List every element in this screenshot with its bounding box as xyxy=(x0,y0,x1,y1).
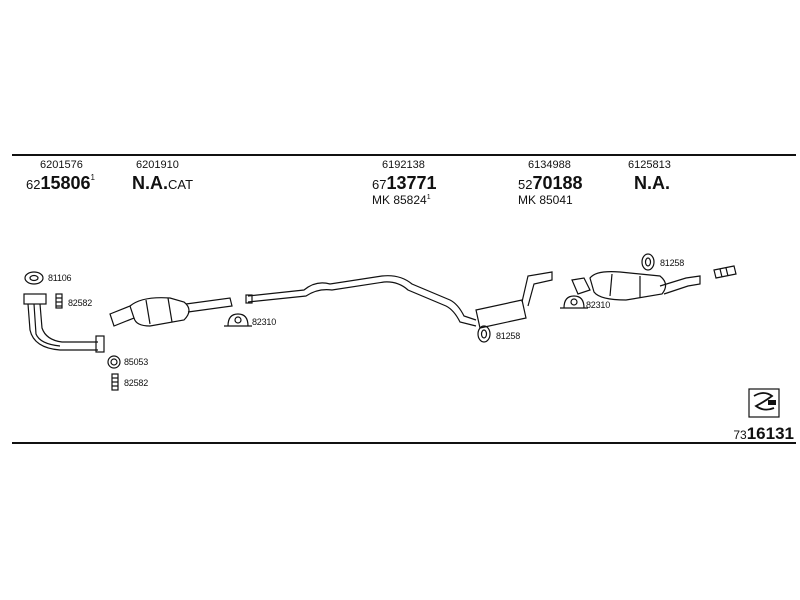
header-column-4: 6134988 5270188 MK 85041 xyxy=(518,159,583,207)
part-label: 85053 xyxy=(124,357,149,367)
mk-number: MK 858241 xyxy=(372,193,431,207)
catalog-number: 7316131 xyxy=(733,424,794,443)
spring-bolt-icon xyxy=(55,293,63,309)
clamp-icon xyxy=(560,295,588,309)
part-number: 6125813 xyxy=(628,159,671,171)
part-label: 81106 xyxy=(48,273,72,283)
gasket-ring-icon xyxy=(107,355,121,369)
main-part-number: N.A.CAT xyxy=(132,173,194,193)
middle-pipe xyxy=(245,275,477,327)
part-label: 81258 xyxy=(496,331,521,341)
rear-silencer xyxy=(571,271,701,301)
bottom-rule xyxy=(12,442,796,444)
part-label: 82582 xyxy=(124,378,149,388)
main-part-number: 62158061 xyxy=(26,173,95,193)
part-label: 81258 xyxy=(660,258,685,268)
mk-number: MK 85041 xyxy=(518,193,573,207)
part-number: 6201910 xyxy=(136,159,179,171)
header-column-3: 6192138 6713771 MK 858241 xyxy=(372,159,437,207)
main-part-number: 6713771 xyxy=(372,173,437,193)
main-part-number: N.A. xyxy=(634,173,670,193)
rubber-hanger-icon xyxy=(641,253,655,271)
rubber-hanger-icon xyxy=(477,325,491,343)
part-label: 82310 xyxy=(586,300,611,310)
part-number: 6192138 xyxy=(382,159,425,171)
clamp-icon xyxy=(224,313,252,327)
front-downpipe xyxy=(23,293,105,353)
part-label: 82582 xyxy=(68,298,93,308)
part-label: 82310 xyxy=(252,317,277,327)
catalytic-converter xyxy=(109,297,233,327)
catalog-logo-icon xyxy=(748,388,780,418)
exhaust-tip-icon xyxy=(713,265,737,279)
header-column-5: 6125813 N.A. xyxy=(628,159,671,193)
main-part-number: 5270188 xyxy=(518,173,583,193)
part-number: 6201576 xyxy=(40,159,83,171)
part-number: 6134988 xyxy=(528,159,571,171)
middle-silencer xyxy=(475,271,553,329)
header-column-1: 6201576 62158061 xyxy=(26,159,95,193)
header-column-2: 6201910 N.A.CAT xyxy=(132,159,194,193)
gasket-ring-icon xyxy=(24,271,44,285)
top-rule xyxy=(12,154,796,156)
spring-bolt-icon xyxy=(111,373,119,391)
